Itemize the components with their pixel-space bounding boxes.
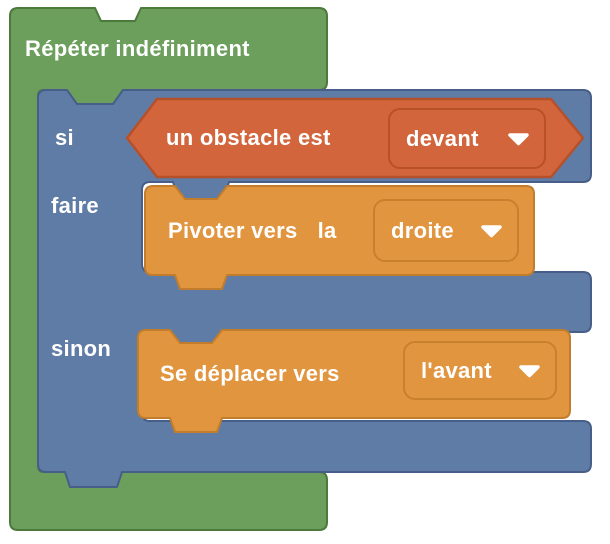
pivot-block-label: Pivoter vers la [168,218,337,244]
pivot-direction-dropdown-value: droite [391,217,454,243]
condition-hexagon-shape[interactable] [125,97,585,179]
pivot-block-label-main: Pivoter vers [168,218,298,243]
pivot-block-shape[interactable] [144,185,535,290]
if-label: si [55,125,74,150]
dropdown-arrow-icon [481,224,502,237]
pivot-direction-dropdown[interactable]: droite [373,199,519,262]
condition-block-label: un obstacle est [166,125,331,150]
move-direction-dropdown[interactable]: l'avant [403,341,557,400]
move-direction-dropdown-value: l'avant [421,357,492,383]
else-label: sinon [51,336,112,361]
pivot-block-label-suffix: la [317,218,337,243]
forever-block-label: Répéter indéfiniment [25,36,250,61]
move-block-shape[interactable] [137,329,571,433]
dropdown-arrow-icon [508,132,529,145]
dropdown-arrow-icon [519,364,540,377]
do-label: faire [51,193,99,218]
obstacle-direction-dropdown[interactable]: devant [388,108,546,169]
move-block-label: Se déplacer vers [160,361,340,386]
obstacle-direction-dropdown-value: devant [406,125,479,151]
